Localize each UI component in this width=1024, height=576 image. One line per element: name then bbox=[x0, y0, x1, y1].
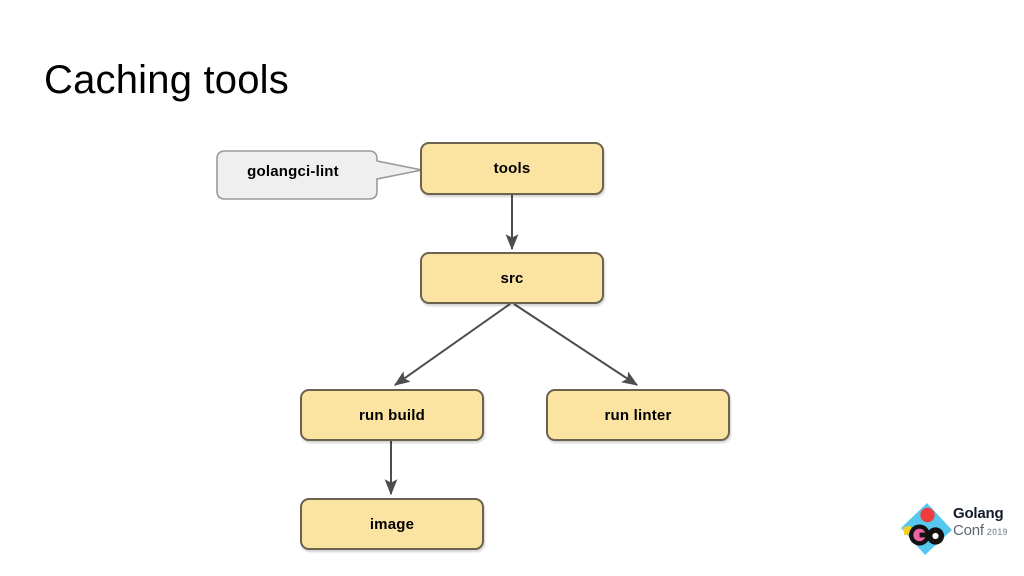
logo-brand-text: Golang bbox=[953, 505, 1004, 522]
flow-node-tools[interactable]: tools bbox=[420, 142, 604, 195]
flow-node-src-label: src bbox=[500, 269, 524, 287]
edge-src-to-run-linter bbox=[513, 303, 639, 386]
flow-node-image-label: image bbox=[369, 515, 415, 533]
logo-year-text: 2019 bbox=[986, 527, 1008, 537]
flow-node-run-linter-label: run linter bbox=[604, 406, 672, 424]
flow-node-run-linter[interactable]: run linter bbox=[546, 389, 730, 441]
flow-node-tools-label: tools bbox=[493, 160, 531, 177]
golang-gopher-diamond-icon bbox=[901, 503, 952, 555]
edge-src-to-run-build bbox=[394, 303, 511, 386]
callout-golangci-lint[interactable]: golangci-lint bbox=[216, 150, 423, 200]
logo-event-text: Conf bbox=[953, 522, 984, 539]
flow-node-image[interactable]: image bbox=[300, 498, 484, 550]
flow-node-run-build[interactable]: run build bbox=[300, 389, 484, 441]
callout-bubble-shape bbox=[216, 150, 423, 200]
flow-node-src[interactable]: src bbox=[420, 252, 604, 304]
flow-node-run-build-label: run build bbox=[359, 406, 425, 424]
page-title: Caching tools bbox=[44, 58, 289, 102]
